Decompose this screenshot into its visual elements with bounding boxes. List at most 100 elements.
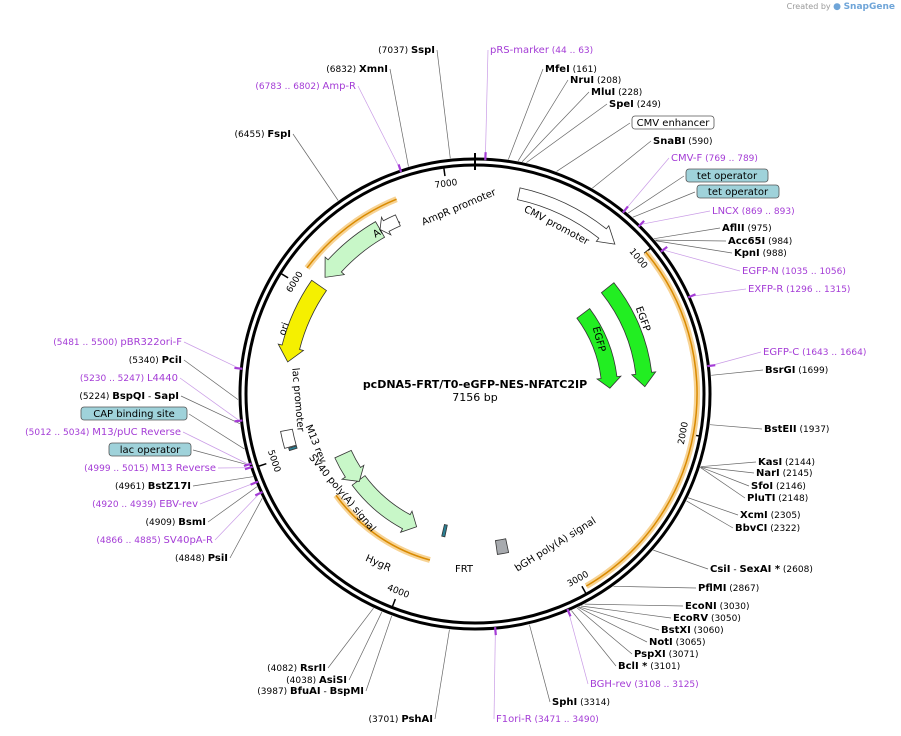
site-label-ebv-rev[interactable]: (4920 .. 4939) EBV-rev xyxy=(92,499,198,510)
site-label-bfuai[interactable]: (3987) BfuAI - BspMI xyxy=(257,686,364,697)
site-label-xcmi[interactable]: XcmI (2305) xyxy=(740,510,801,521)
site-label-spei[interactable]: SpeI (249) xyxy=(609,99,661,110)
site-label-cap-binding-site[interactable]: CAP binding site xyxy=(80,406,188,421)
site-label-cmv-enhancer[interactable]: CMV enhancer xyxy=(631,115,715,130)
site-label-ecorv[interactable]: EcoRV (3050) xyxy=(673,613,741,624)
site-label-aflii[interactable]: AflII (975) xyxy=(722,223,772,234)
tick-mark xyxy=(280,272,289,279)
site-label-pspxi[interactable]: PspXI (3071) xyxy=(634,649,699,660)
site-label-rsrii[interactable]: (4082) RsrII xyxy=(267,663,326,674)
site-label-mfei[interactable]: MfeI (161) xyxy=(545,64,597,75)
feature-frt[interactable] xyxy=(441,523,448,538)
site-label-pluti[interactable]: PluTI (2148) xyxy=(747,493,808,504)
site-label-pflmi[interactable]: PflMI (2867) xyxy=(698,583,759,594)
site-label-nrui[interactable]: NruI (208) xyxy=(570,75,621,86)
feature-box xyxy=(80,406,188,421)
primer-mark xyxy=(566,608,572,617)
feature-ampr[interactable] xyxy=(324,221,386,278)
site-label-amp-r[interactable]: (6783 .. 6802) Amp-R xyxy=(255,81,356,92)
feature-m13-rev[interactable] xyxy=(288,445,298,452)
site-label-xmni[interactable]: (6832) XmnI xyxy=(326,64,388,75)
site-label-acc65i[interactable]: Acc65I (984) xyxy=(728,236,792,247)
site-label-tet-operator[interactable]: tet operator xyxy=(685,168,769,183)
site-label-m13-puc-reverse[interactable]: (5012 .. 5034) M13/pUC Reverse xyxy=(25,427,181,438)
label-text: KpnI (988) xyxy=(734,248,787,259)
site-label-lncx[interactable]: LNCX (869 .. 893) xyxy=(712,206,795,217)
orf-line xyxy=(585,251,698,587)
site-label-bsrgi[interactable]: BsrGI (1699) xyxy=(765,365,828,376)
site-label-pcii[interactable]: (5340) PciI xyxy=(129,355,182,366)
site-label-cmv-f[interactable]: CMV-F (769 .. 789) xyxy=(671,153,758,164)
site-label-kasi[interactable]: KasI (2144) xyxy=(758,457,815,468)
leader-line xyxy=(613,585,697,589)
feature-egfp[interactable] xyxy=(600,282,657,388)
leader-line xyxy=(653,227,721,240)
primer-mark xyxy=(660,246,668,253)
leader-line xyxy=(292,133,339,201)
leader-line xyxy=(357,85,401,170)
feature-ori[interactable] xyxy=(277,279,328,363)
site-label-egfp-n[interactable]: EGFP-N (1035 .. 1056) xyxy=(742,266,846,277)
label-text: AflII (975) xyxy=(722,223,772,234)
leader-line xyxy=(182,431,249,465)
feature-bgh-poly-a-signal[interactable] xyxy=(495,538,510,555)
leader-line xyxy=(576,607,633,655)
site-label-pbr322ori-f[interactable]: (5481 .. 5500) pBR322ori-F xyxy=(53,337,182,348)
site-label-bsmi[interactable]: (4909) BsmI xyxy=(145,517,206,528)
leader-line xyxy=(199,482,256,505)
label-text: NotI (3065) xyxy=(649,637,706,648)
site-label-snabi[interactable]: SnaBI (590) xyxy=(653,136,712,147)
primer-mark xyxy=(637,220,645,228)
site-label-psii[interactable]: (4848) PsiI xyxy=(175,553,228,564)
site-label-bcli-[interactable]: BclI * (3101) xyxy=(618,661,680,672)
site-label-pshai[interactable]: (3701) PshAI xyxy=(369,714,433,725)
site-label-egfp-c[interactable]: EGFP-C (1643 .. 1664) xyxy=(763,347,866,358)
site-label-bstz17i[interactable]: (4961) BstZ17I xyxy=(115,481,191,492)
site-label-sfoi[interactable]: SfoI (2146) xyxy=(751,481,806,492)
site-label-bbvci[interactable]: BbvCI (2322) xyxy=(735,523,800,534)
label-text: (4038) AsiSI xyxy=(286,675,347,686)
site-label-fspi[interactable]: (6455) FspI xyxy=(235,129,291,140)
label-text: NarI (2145) xyxy=(756,468,813,479)
feature-egfp[interactable] xyxy=(576,308,622,389)
orf-line xyxy=(335,494,431,561)
primer-mark xyxy=(707,364,716,368)
leader-line xyxy=(627,175,685,214)
label-text: BsrGI (1699) xyxy=(765,365,828,376)
site-label-bspqi[interactable]: (5224) BspQI - SapI xyxy=(79,391,179,402)
site-label-lac-operator[interactable]: lac operator xyxy=(108,442,192,457)
primer-mark xyxy=(244,465,253,471)
label-text: (5340) PciI xyxy=(129,355,182,366)
site-label-bgh-rev[interactable]: BGH-rev (3108 .. 3125) xyxy=(590,679,699,690)
site-label-sphi[interactable]: SphI (3314) xyxy=(552,697,610,708)
site-label-prs-marker[interactable]: pRS-marker (44 .. 63) xyxy=(490,45,593,56)
feature-lac-promoter[interactable] xyxy=(280,428,297,449)
site-label-f1ori-r[interactable]: F1ori-R (3471 .. 3490) xyxy=(496,714,599,725)
label-text: (7037) SspI xyxy=(378,45,435,56)
site-label-csii[interactable]: CsiI - SexAI * (2608) xyxy=(710,564,813,575)
site-label-mlui[interactable]: MluI (228) xyxy=(591,87,642,98)
label-text: BGH-rev (3108 .. 3125) xyxy=(590,679,699,690)
label-text: PspXI (3071) xyxy=(634,649,699,660)
site-label-noti[interactable]: NotI (3065) xyxy=(649,637,706,648)
site-label-tet-operator[interactable]: tet operator xyxy=(696,184,780,199)
plasmid-size: 7156 bp xyxy=(452,391,497,404)
feature-sv40-poly-a-signal[interactable] xyxy=(334,449,365,482)
site-label-bstxi[interactable]: BstXI (3060) xyxy=(661,625,724,636)
label-text: (6832) XmnI xyxy=(326,64,388,75)
label-text: (5012 .. 5034) M13/pUC Reverse xyxy=(25,427,181,438)
site-label-sv40pa-r[interactable]: (4866 .. 4885) SV40pA-R xyxy=(96,535,213,546)
feature-ampr-promoter[interactable] xyxy=(379,214,401,236)
site-label-m13-reverse[interactable]: (4999 .. 5015) M13 Reverse xyxy=(84,463,216,474)
label-text: MluI (228) xyxy=(591,87,642,98)
label-text: (3987) BfuAI - BspMI xyxy=(257,686,364,697)
site-label-exfp-r[interactable]: EXFP-R (1296 .. 1315) xyxy=(748,284,850,295)
site-label-nari[interactable]: NarI (2145) xyxy=(756,468,813,479)
site-label-l4440[interactable]: (5230 .. 5247) L4440 xyxy=(80,373,178,384)
feature-cmv-promoter[interactable] xyxy=(517,187,616,245)
site-label-bsteii[interactable]: BstEII (1937) xyxy=(764,424,829,435)
site-label-asisi[interactable]: (4038) AsiSI xyxy=(286,675,347,686)
site-label-sspi[interactable]: (7037) SspI xyxy=(378,45,435,56)
site-label-econi[interactable]: EcoNI (3030) xyxy=(685,601,750,612)
site-label-kpni[interactable]: KpnI (988) xyxy=(734,248,787,259)
